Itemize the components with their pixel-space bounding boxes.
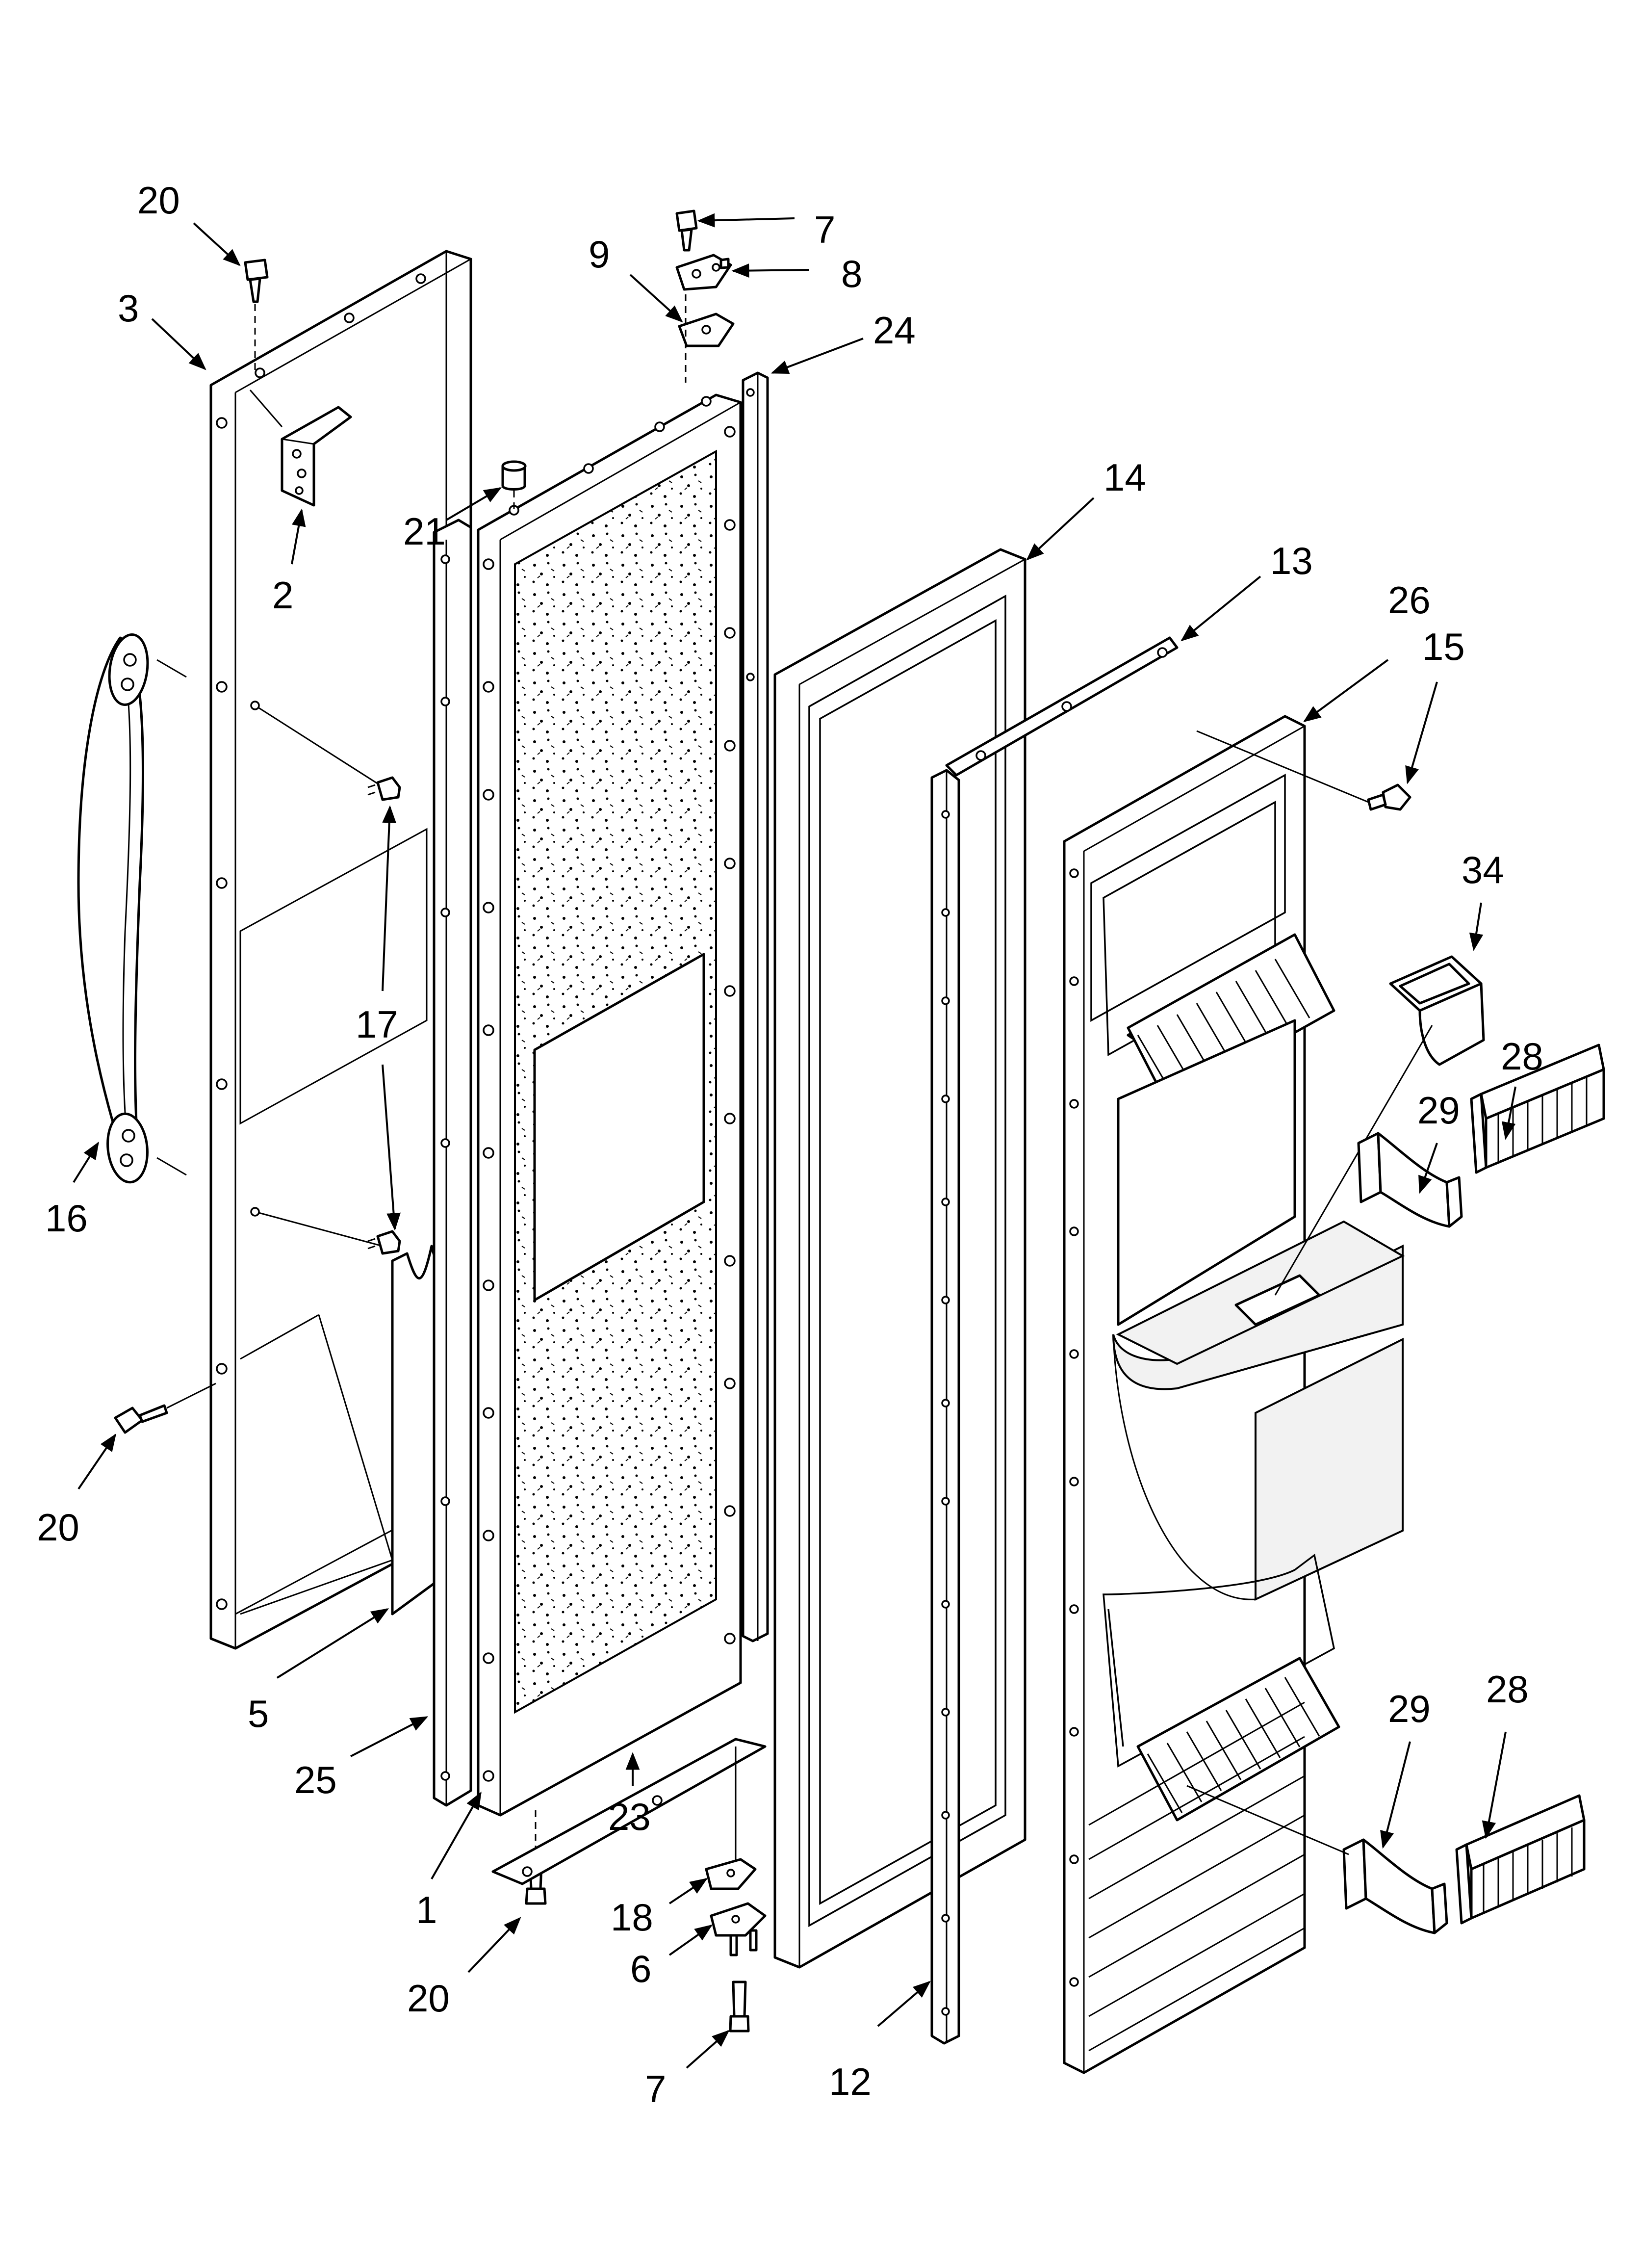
callout-3: 3 (118, 287, 139, 330)
callout-13: 13 (1270, 539, 1313, 582)
screw-15 (1196, 730, 1411, 811)
callout-15: 15 (1422, 625, 1465, 668)
callout-labels: 20 3 2 16 17 20 5 25 21 1 20 7 8 9 24 23… (37, 179, 1543, 2111)
hinge-screw-7-bottom (729, 1981, 750, 2033)
callout-9: 9 (589, 233, 610, 276)
gasket-strip-25 (433, 519, 472, 1807)
callout-28-upper: 28 (1501, 1035, 1543, 1078)
hinge-shim-9 (678, 294, 735, 383)
top-hinge-8 (675, 254, 732, 291)
hinge-screw-7-top (675, 209, 698, 252)
hinge-shim-18 (705, 1858, 757, 1890)
callout-12: 12 (829, 2060, 872, 2103)
dispenser-paddle-29-lower (1186, 1785, 1448, 1934)
callout-5: 5 (248, 1692, 269, 1735)
hinge-bracket (249, 390, 352, 507)
callout-29-lower: 29 (1388, 1687, 1431, 1730)
dispenser-liner-26 (1063, 715, 1405, 2074)
screw-20-left (114, 1382, 216, 1434)
callout-21: 21 (403, 510, 446, 553)
callout-20-bottom: 20 (407, 1977, 450, 2020)
callout-7-top: 7 (814, 208, 835, 251)
trim-strip-24 (742, 371, 769, 1642)
screw-20-top (244, 259, 269, 373)
callout-8: 8 (841, 252, 862, 295)
breaker-strip-12 (930, 769, 960, 2045)
callout-14: 14 (1103, 456, 1146, 499)
callout-7-bottom: 7 (645, 2067, 666, 2111)
dispenser-paddle-29-upper (1357, 1132, 1463, 1228)
callout-1: 1 (416, 1888, 437, 1931)
callout-16: 16 (45, 1197, 88, 1240)
door-liner-1 (477, 393, 742, 1817)
bottom-trim-23 (491, 1738, 767, 1889)
callout-34: 34 (1462, 848, 1504, 891)
callout-20-top: 20 (137, 179, 180, 222)
callout-25: 25 (294, 1758, 337, 1801)
drip-grille-28-upper (1470, 1043, 1605, 1174)
callout-2: 2 (272, 574, 293, 617)
screw-17-upper (367, 776, 401, 801)
hinge-bushing-21 (501, 460, 527, 515)
callout-29-upper: 29 (1417, 1089, 1460, 1132)
breaker-strip-13 (945, 636, 1179, 777)
callout-20-left: 20 (37, 1506, 79, 1549)
door-handle (77, 633, 187, 1184)
callout-18: 18 (611, 1896, 653, 1939)
drip-grille-28-lower (1455, 1794, 1586, 1925)
callout-26: 26 (1388, 578, 1431, 622)
callout-23: 23 (608, 1795, 651, 1838)
callout-24: 24 (873, 309, 916, 352)
callout-17: 17 (356, 1003, 398, 1046)
door-gasket-14 (773, 548, 1026, 1969)
bottom-hinge-6 (710, 1902, 767, 1956)
callout-28-lower: 28 (1486, 1668, 1529, 1711)
callout-6: 6 (630, 1947, 651, 1990)
callout-leaders (73, 213, 1516, 2069)
ice-chute-34 (1274, 955, 1485, 1296)
screw-17-lower (367, 1230, 401, 1255)
